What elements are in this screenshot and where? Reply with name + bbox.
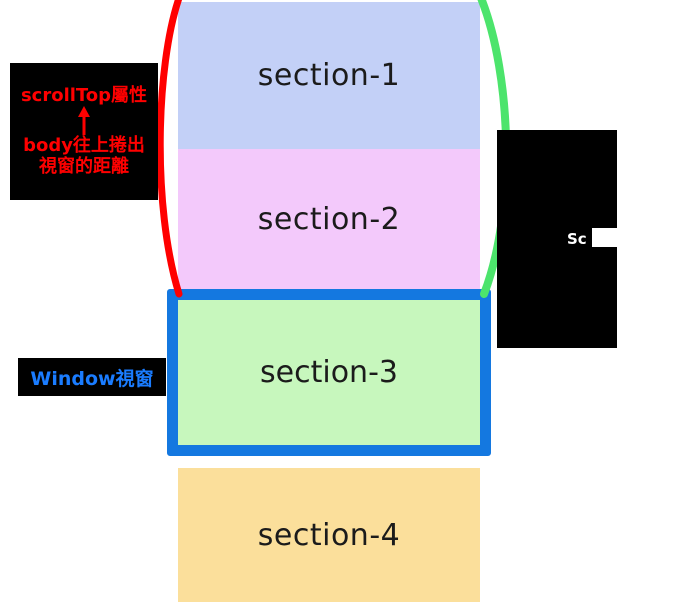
section-label-1: section-1: [257, 58, 401, 93]
scrolltop-annotation-line2: body往上捲出: [23, 135, 145, 157]
window-viewport-frame: [167, 289, 491, 456]
section-label-4: section-4: [257, 517, 401, 553]
window-annotation: Window視窗: [18, 358, 166, 396]
section-label-2: section-2: [257, 202, 401, 237]
scrolltop-annotation-line3: 視窗的距離: [39, 155, 129, 177]
section-block-3: section-3: [178, 300, 480, 445]
section-block-1: section-1: [178, 2, 480, 149]
scrolltop-annotation-line1: scrollTop屬性: [20, 85, 148, 107]
scrolltop-annotation: scrollTop屬性 body往上捲出 視窗的距離: [10, 63, 158, 200]
section-label-3: section-3: [260, 355, 398, 390]
scroll-annotation-line1: Sc: [567, 229, 587, 248]
scroll-annotation-occluder: [592, 228, 662, 247]
section-block-4: section-4: [178, 468, 480, 602]
window-annotation-line1: Window視窗: [30, 367, 154, 390]
scrolltop-up-arrow-icon: [12, 106, 156, 136]
section-block-2: section-2: [178, 149, 480, 290]
